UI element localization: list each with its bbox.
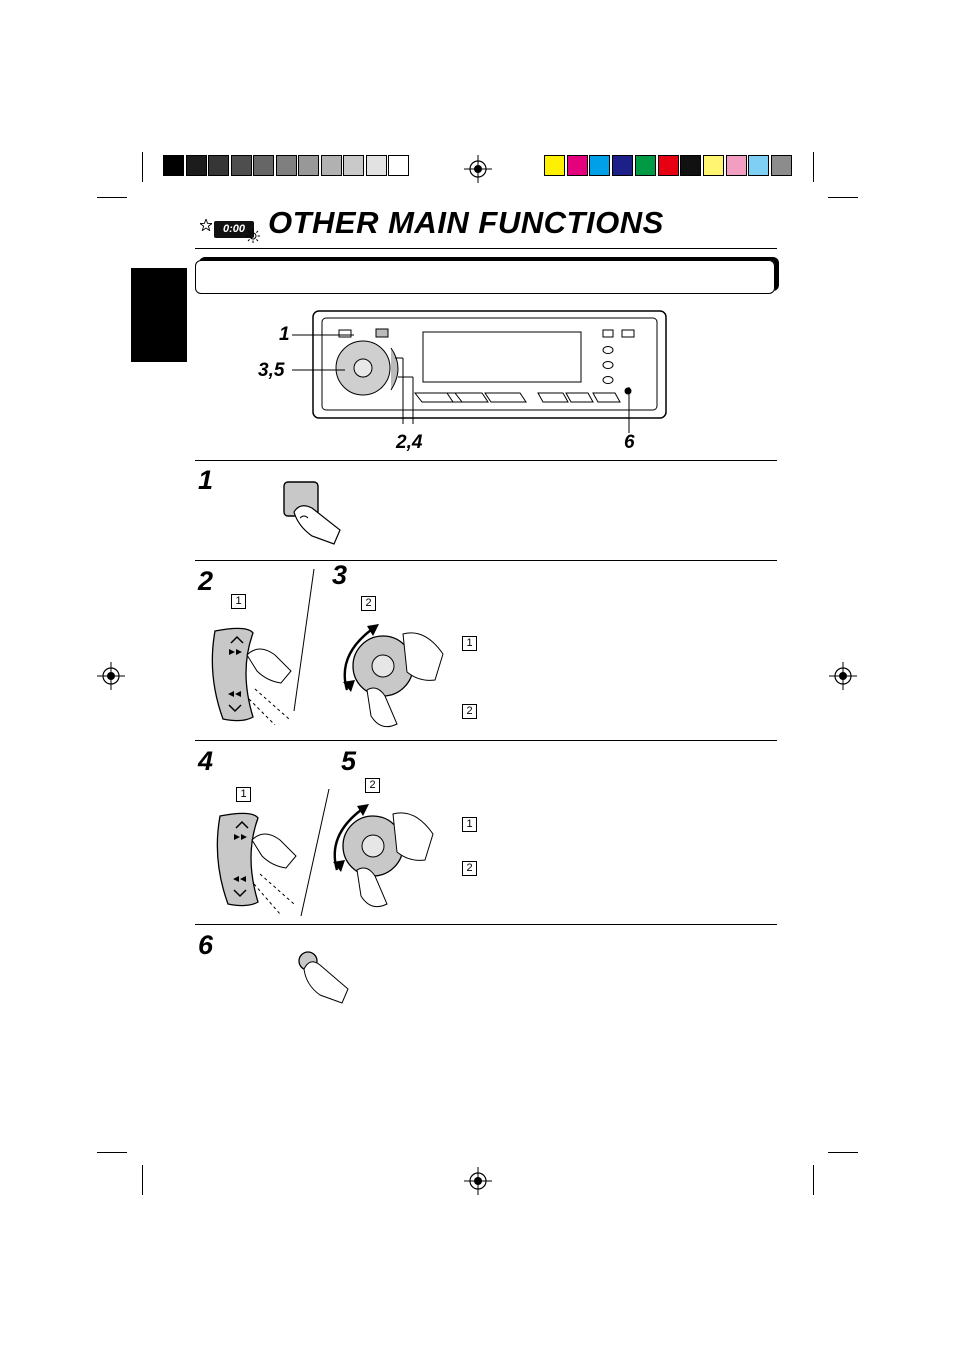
sub-step-marker: 1 — [462, 817, 477, 832]
color-swatch — [680, 155, 702, 176]
crop-mark — [828, 197, 858, 198]
step-4-number: 4 — [198, 746, 214, 776]
step-divider — [195, 460, 777, 461]
registration-target-icon — [829, 662, 857, 690]
stereo-panel-diagram — [312, 310, 667, 419]
gray-swatch — [388, 155, 409, 176]
gray-swatch — [185, 155, 207, 176]
color-swatch — [657, 155, 679, 176]
color-swatch — [566, 155, 588, 176]
star-icon — [200, 219, 212, 231]
registration-target-icon — [97, 662, 125, 690]
seek-rocker-illustration — [216, 812, 297, 915]
clock-badge-icon: 0:00 — [214, 221, 254, 238]
divider-slash — [300, 788, 330, 917]
step-1-number: 1 — [198, 465, 214, 495]
callout-3-5: 3,5 — [258, 360, 285, 381]
page-title: OTHER MAIN FUNCTIONS — [268, 205, 664, 240]
gray-swatch — [208, 155, 229, 176]
side-tab-marker — [131, 268, 187, 362]
crop-mark — [142, 152, 143, 182]
gray-swatch — [253, 155, 274, 176]
color-swatch — [612, 155, 634, 176]
sub-step-marker: 2 — [361, 596, 376, 611]
callout-6: 6 — [624, 432, 635, 453]
color-swatch — [702, 155, 724, 176]
sub-step-marker: 2 — [462, 704, 477, 719]
color-swatch — [589, 155, 611, 176]
step-divider — [195, 560, 777, 561]
gray-swatch — [163, 155, 184, 176]
step-6-number: 6 — [198, 930, 214, 960]
registration-target-icon — [464, 155, 492, 183]
gray-swatch — [320, 155, 342, 176]
crop-mark — [97, 1152, 127, 1153]
gray-swatch — [275, 155, 297, 176]
color-swatch — [725, 155, 747, 176]
step-divider — [195, 740, 777, 741]
color-swatch — [544, 155, 565, 176]
gray-swatch — [343, 155, 364, 176]
step-2-number: 2 — [198, 566, 214, 596]
callout-lines — [292, 334, 630, 433]
rotary-dial-illustration — [333, 804, 434, 908]
crop-mark — [813, 152, 814, 182]
crop-mark — [828, 1152, 858, 1153]
gray-swatch — [298, 155, 319, 176]
section-heading-box — [195, 260, 775, 294]
sub-step-marker: 1 — [236, 787, 251, 802]
gray-swatch — [365, 155, 387, 176]
sub-step-marker: 2 — [462, 861, 477, 876]
press-small-button-illustration — [298, 951, 349, 1004]
crop-mark — [142, 1165, 143, 1195]
crop-mark — [813, 1165, 814, 1195]
step-5-number: 5 — [341, 746, 357, 776]
color-swatch — [748, 155, 770, 176]
divider-slash — [293, 568, 315, 712]
callout-2-4: 2,4 — [396, 432, 423, 453]
step-divider — [195, 924, 777, 925]
seek-rocker-illustration — [211, 627, 292, 725]
color-swatch — [771, 155, 792, 176]
step-3-number: 3 — [332, 560, 348, 590]
sub-step-marker: 1 — [231, 594, 246, 609]
callout-1: 1 — [279, 324, 290, 345]
gray-swatch — [230, 155, 252, 176]
press-button-illustration — [283, 481, 341, 545]
sub-step-marker: 1 — [462, 636, 477, 651]
title-rule — [195, 248, 777, 249]
rotary-dial-illustration — [343, 624, 444, 728]
crop-mark — [97, 197, 127, 198]
sub-step-marker: 2 — [365, 778, 380, 793]
sun-icon — [246, 229, 260, 243]
registration-target-icon — [464, 1167, 492, 1195]
color-swatch — [634, 155, 656, 176]
